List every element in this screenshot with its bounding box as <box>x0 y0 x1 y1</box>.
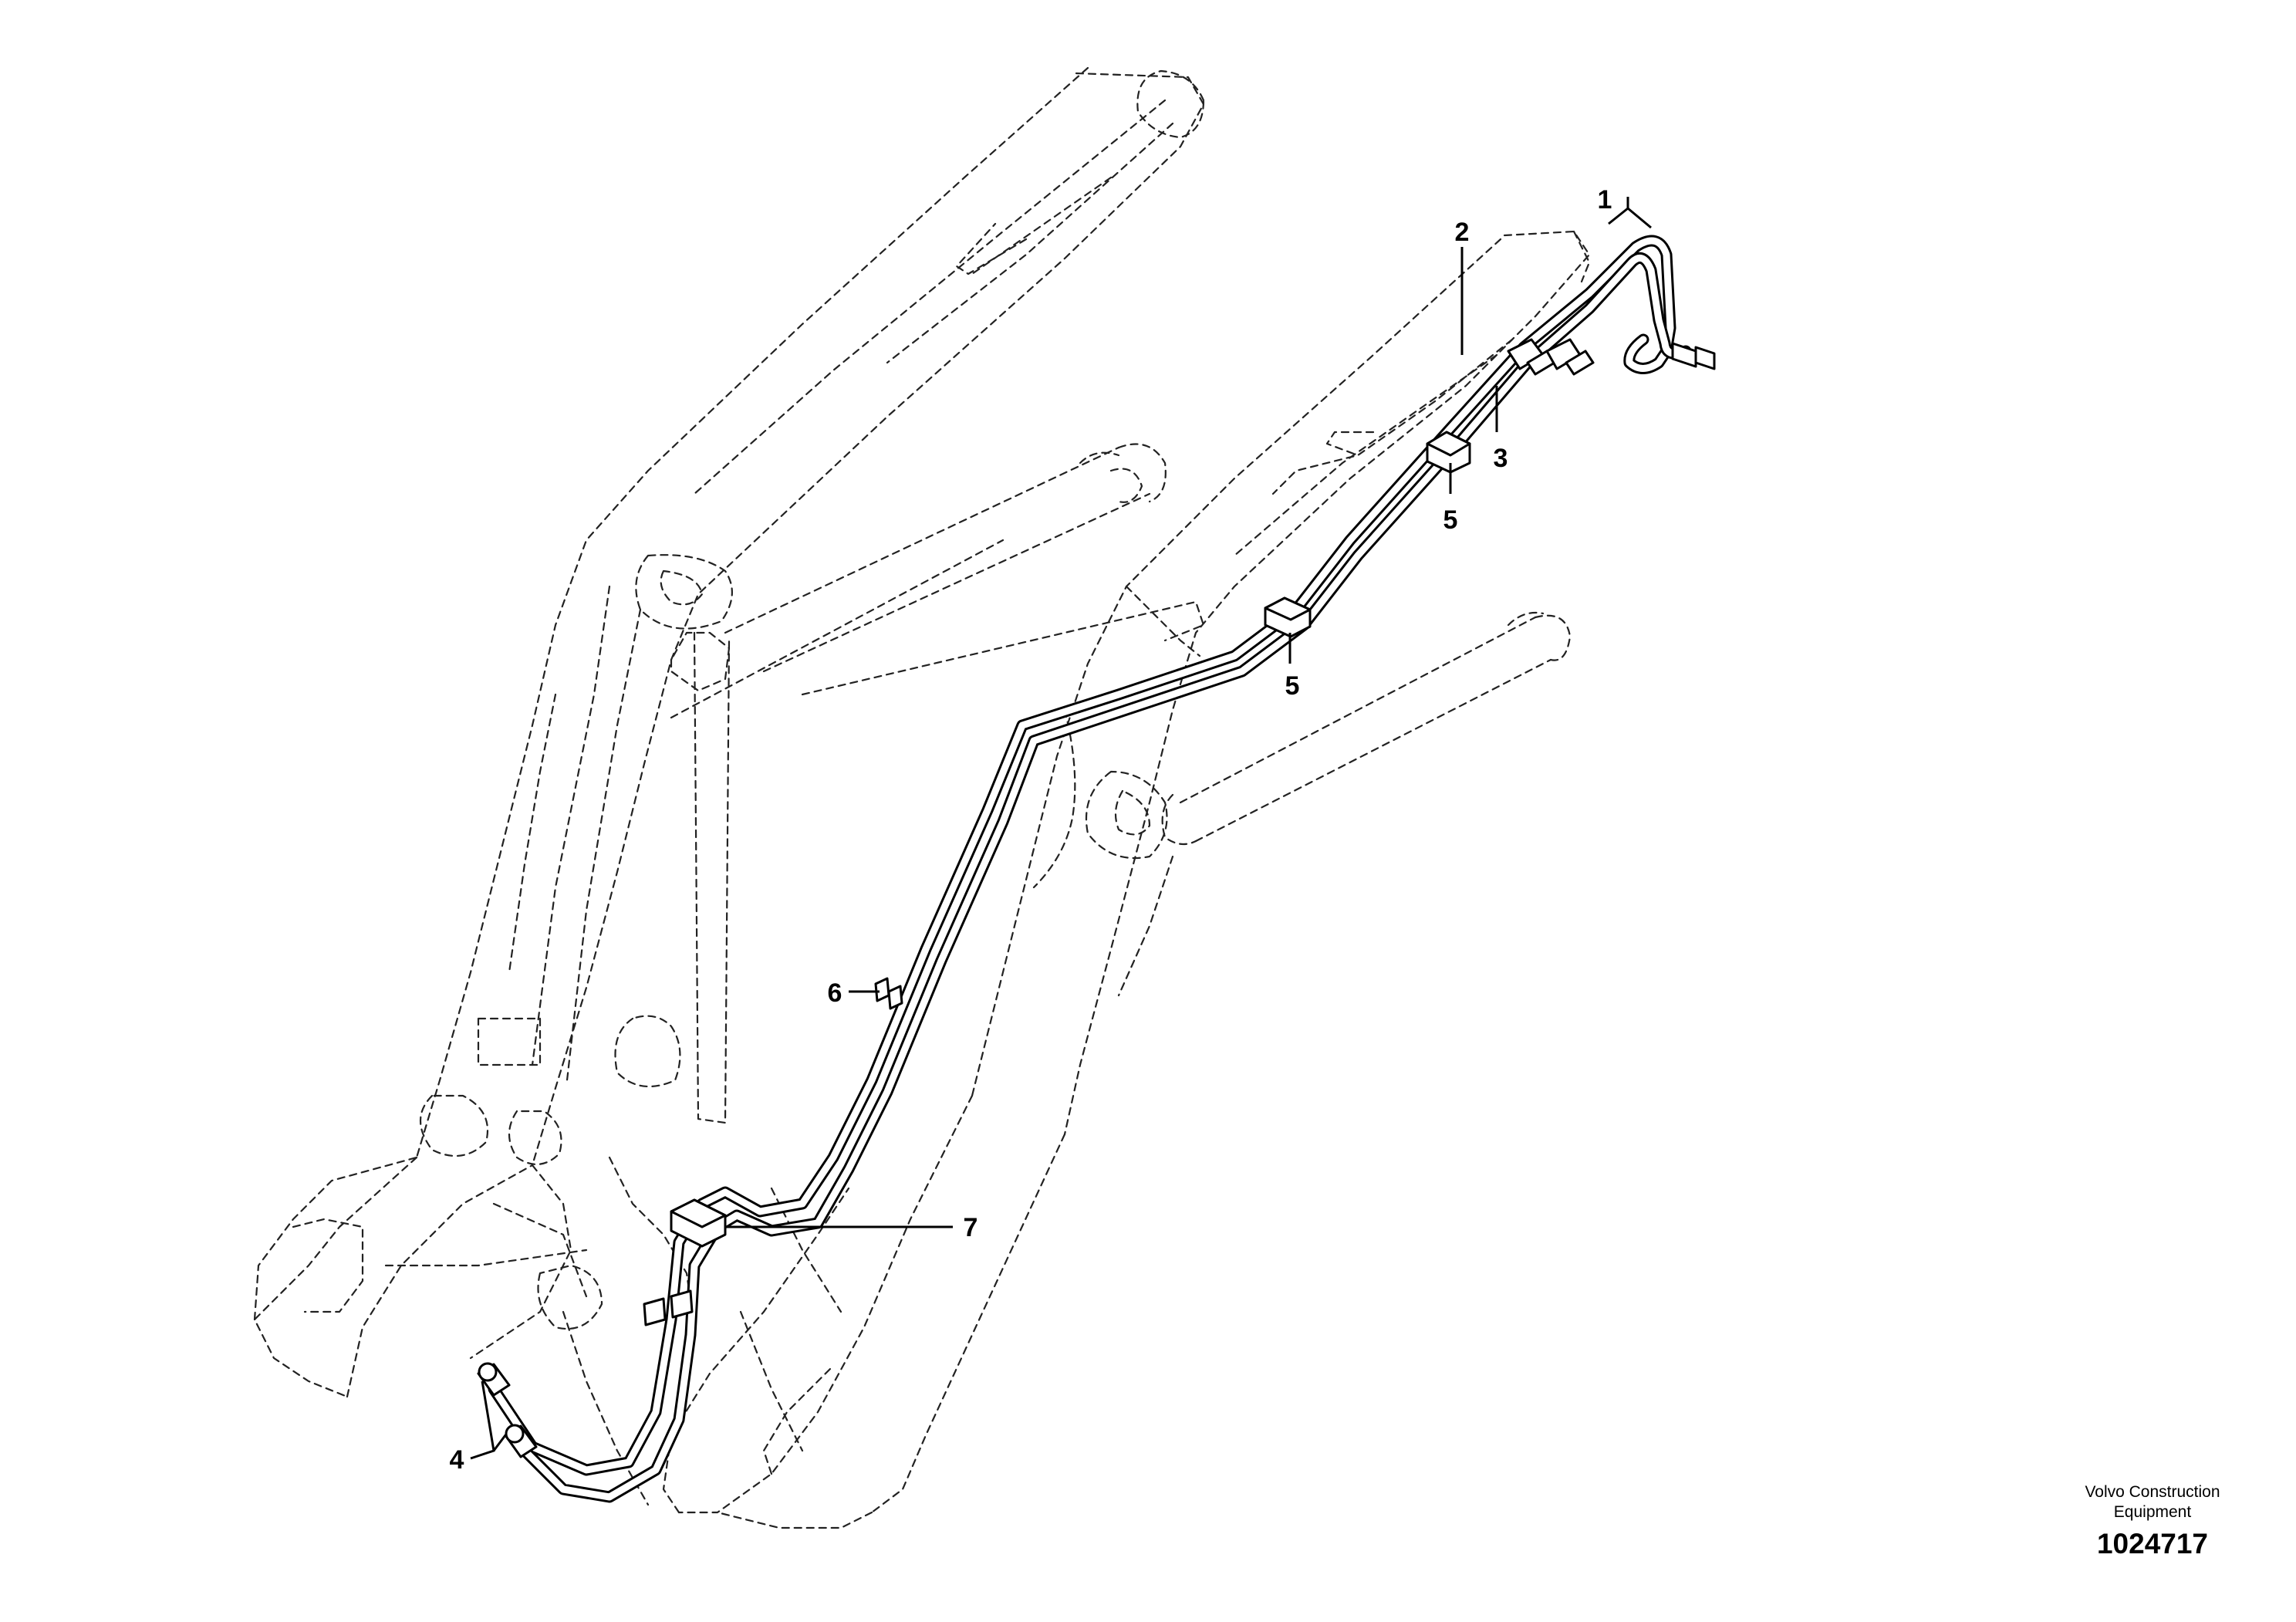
hydraulic-hoses <box>488 235 1692 1503</box>
callout-5-upper: 5 <box>1443 505 1458 535</box>
clamp-lower <box>670 1198 727 1248</box>
bottom-couplings <box>643 1289 694 1326</box>
callout-2: 2 <box>1455 218 1470 247</box>
callout-7: 7 <box>964 1213 978 1242</box>
callout-leaders <box>470 197 1652 1460</box>
brand-line-2: Equipment <box>2114 1503 2192 1521</box>
loader-arm-ghost <box>253 66 1591 1529</box>
callout-6: 6 <box>828 978 842 1008</box>
callout-labels: 1 2 3 5 5 6 7 4 <box>450 185 1612 1475</box>
brand-line-1: Volvo Construction <box>2085 1483 2220 1501</box>
top-end-fittings <box>1671 342 1716 370</box>
clamp-upper <box>1426 431 1471 474</box>
callout-3: 3 <box>1494 444 1508 473</box>
callout-4: 4 <box>450 1445 464 1475</box>
document-number: 1024717 <box>2097 1528 2208 1559</box>
bottom-end-fittings <box>477 1362 538 1458</box>
callout-1: 1 <box>1598 185 1612 215</box>
footer-block: Volvo Construction Equipment 1024717 <box>2085 1483 2220 1559</box>
clip-small <box>874 977 903 1010</box>
callout-5-lower: 5 <box>1285 671 1300 701</box>
clamp-middle <box>1264 596 1312 638</box>
top-couplings <box>1507 338 1595 376</box>
